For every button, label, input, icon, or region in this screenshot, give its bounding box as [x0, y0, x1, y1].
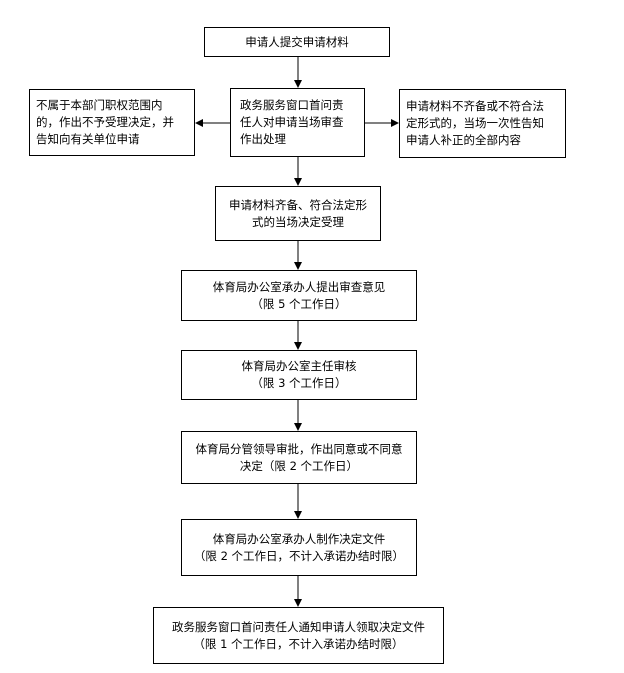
step-text-line: 申请人补正的全部内容 — [406, 133, 521, 147]
arrow-document-to-notify — [294, 576, 302, 607]
step-text-line: 申请人提交申请材料 — [245, 34, 349, 49]
step-text-line: 申请材料不齐备或不符合法 — [406, 99, 544, 113]
step-text-line: 任人对申请当场审查 — [240, 115, 344, 129]
step-text-line: 告知向有关单位申请 — [36, 132, 140, 146]
step-text-line: 决定（限 2 个工作日） — [239, 458, 359, 473]
step-text-line: （限 3 个工作日） — [251, 376, 347, 390]
arrow-approve-to-document — [294, 484, 302, 519]
arrow-opinion-to-director — [294, 321, 302, 350]
step-prepare-decision-document: 体育局办公室承办人制作决定文件 （限 2 个工作日，不计入承诺办结时限） — [181, 519, 417, 576]
step-text-line: （限 2 个工作日，不计入承诺办结时限） — [193, 548, 405, 563]
step-accept-application: 申请材料齐备、符合法定形 式的当场决定受理 — [215, 186, 381, 241]
step-not-in-jurisdiction: 不属于本部门职权范围内 的，作出不予受理决定，并 告知向有关单位申请 — [29, 89, 195, 156]
step-review-opinion: 体育局办公室承办人提出审查意见 （限 5 个工作日） — [181, 270, 417, 321]
step-text-line: 体育局分管领导审批，作出同意或不同意 — [195, 441, 403, 456]
step-text-line: 体育局办公室主任审核 — [241, 359, 357, 373]
step-text-line: （限 5 个工作日） — [251, 296, 347, 311]
step-text-line: 的，作出不予受理决定，并 — [36, 115, 174, 129]
step-text-line: （限 1 个工作日，不计入承诺办结时限） — [193, 636, 404, 651]
arrow-submit-to-review — [294, 57, 302, 88]
arrow-review-to-supplement — [365, 119, 399, 127]
step-notify-applicant: 政务服务窗口首问责任人通知申请人领取决定文件 （限 1 个工作日，不计入承诺办结… — [153, 607, 444, 664]
step-submit-materials: 申请人提交申请材料 — [204, 27, 390, 57]
step-window-review: 政务服务窗口首问责 任人对申请当场审查 作出处理 — [230, 88, 365, 157]
step-text-line: 政务服务窗口首问责任人通知申请人领取决定文件 — [172, 619, 425, 634]
step-text-line: 定形式的，当场一次性告知 — [406, 116, 544, 130]
step-text-line: 式的当场决定受理 — [252, 214, 344, 229]
arrow-review-to-accept — [294, 157, 302, 186]
step-text-line: 作出处理 — [240, 132, 286, 146]
step-text-line: 体育局办公室承办人提出审查意见 — [212, 279, 386, 294]
arrow-director-to-approve — [294, 400, 302, 431]
arrow-accept-to-opinion — [294, 241, 302, 270]
step-text-line: 体育局办公室承办人制作决定文件 — [212, 531, 386, 546]
step-text-line: 政务服务窗口首问责 — [240, 98, 344, 112]
step-leader-approval: 体育局分管领导审批，作出同意或不同意 决定（限 2 个工作日） — [181, 431, 417, 484]
step-text-line: 不属于本部门职权范围内 — [36, 98, 163, 112]
step-text-line: 申请材料齐备、符合法定形 — [229, 197, 367, 212]
arrow-review-to-reject — [195, 119, 230, 127]
step-director-audit: 体育局办公室主任审核 （限 3 个工作日） — [181, 350, 417, 400]
step-incomplete-materials: 申请材料不齐备或不符合法 定形式的，当场一次性告知 申请人补正的全部内容 — [399, 89, 566, 158]
